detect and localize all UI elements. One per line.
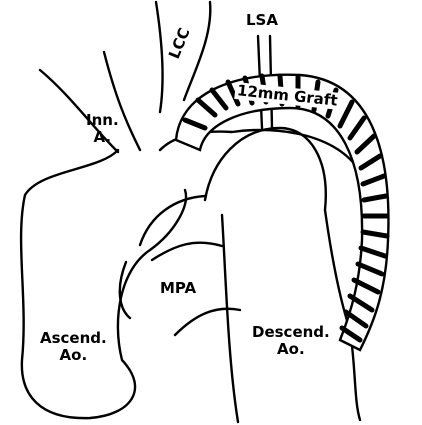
label-descending-aorta: Descend. Ao. — [252, 324, 330, 358]
label-mpa: MPA — [160, 280, 196, 297]
label-ascending-line2: Ao. — [40, 347, 107, 364]
label-ascending-line1: Ascend. — [40, 330, 107, 347]
descending-aorta-inner — [222, 215, 238, 422]
label-innominate: Inn. A. — [86, 112, 119, 146]
label-innominate-line2: A. — [86, 129, 119, 146]
lcc-vessel-edge — [184, 2, 210, 100]
label-descending-line2: Ao. — [252, 341, 330, 358]
label-ascending-aorta: Ascend. Ao. — [40, 330, 107, 364]
label-lsa: LSA — [246, 12, 278, 29]
label-mpa-text: MPA — [160, 279, 196, 297]
label-innominate-line1: Inn. — [86, 112, 119, 129]
label-descending-line1: Descend. — [252, 324, 330, 341]
lcc-vessel — [156, 2, 163, 112]
graft-tube — [176, 75, 388, 350]
mpa-lower — [120, 262, 130, 318]
label-lsa-text: LSA — [246, 11, 278, 29]
descending-aorta — [205, 128, 360, 420]
